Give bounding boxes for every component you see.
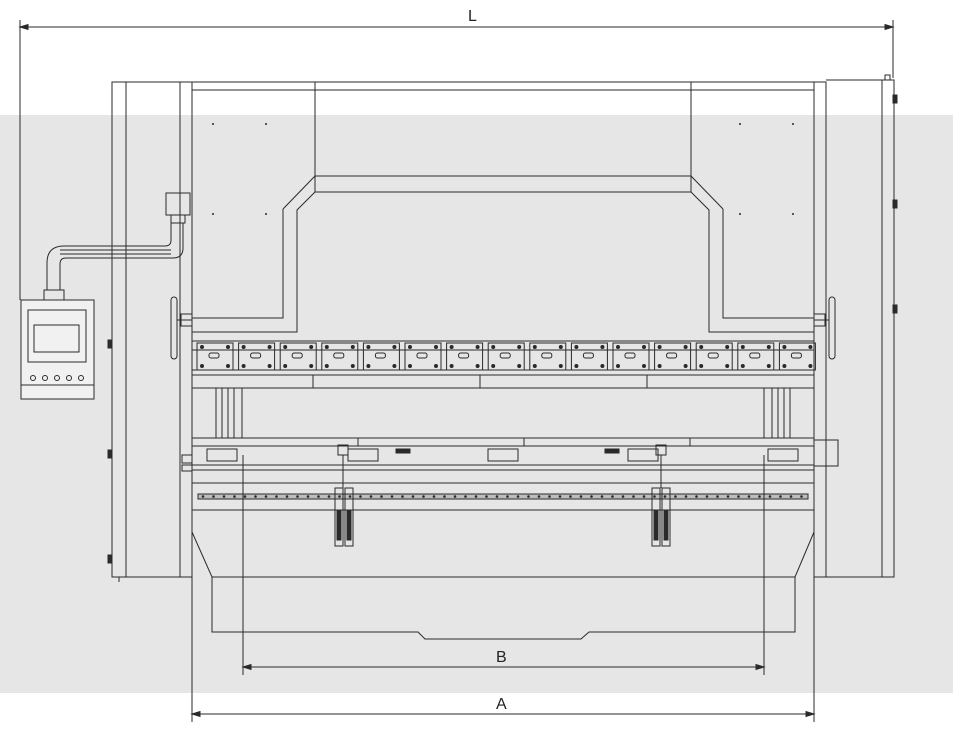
- rail-slot: [768, 495, 772, 498]
- rail-slot: [485, 495, 488, 498]
- rail-slot: [600, 495, 604, 498]
- rail-slot: [306, 495, 310, 498]
- rail-slot: [537, 495, 541, 498]
- dimension-line-b: [241, 455, 766, 675]
- rail-slot: [495, 495, 499, 498]
- rail-slot: [642, 495, 646, 498]
- rail-slot: [338, 495, 341, 498]
- rail-slot: [264, 495, 268, 498]
- rail-slot: [684, 495, 688, 498]
- rail-slot: [212, 495, 215, 498]
- rail-slot: [737, 495, 740, 498]
- rail-slot: [474, 495, 478, 498]
- rail-slot: [327, 495, 331, 498]
- rail-slot: [789, 495, 793, 498]
- rail-slot: [663, 495, 667, 498]
- rail-slot: [222, 495, 226, 498]
- rail-slot: [632, 495, 635, 498]
- tool-clamp: [654, 342, 692, 371]
- upper-tool-bar: [191, 369, 815, 389]
- rail-slot: [716, 495, 719, 498]
- rail-slot: [201, 495, 205, 498]
- rail-slot: [254, 495, 257, 498]
- rail-slot: [432, 495, 436, 498]
- rail-slot: [443, 495, 446, 498]
- hydraulic-pipe: [43, 192, 191, 301]
- tool-clamp: [362, 342, 400, 371]
- tool-clamp: [737, 342, 775, 371]
- rail-slot: [516, 495, 520, 498]
- rail-slot: [674, 495, 677, 498]
- right-side-frame: [826, 74, 898, 578]
- rail-slot: [233, 495, 236, 498]
- rail-slot: [758, 495, 761, 498]
- rail-slot: [527, 495, 530, 498]
- rail-slot: [348, 495, 352, 498]
- dimension-line-l: [18, 20, 895, 300]
- rail-slot: [590, 495, 593, 498]
- rail-slot: [390, 495, 394, 498]
- rail-slot: [369, 495, 373, 498]
- rail-slot: [779, 495, 782, 498]
- control-panel-buttons: [30, 375, 84, 381]
- tool-clamp: [321, 342, 359, 371]
- rail-slot: [548, 495, 551, 498]
- rail-slot: [611, 495, 614, 498]
- rail-slot: [453, 495, 457, 498]
- back-gauge-fingers: [334, 444, 671, 547]
- dimension-label-a: A: [496, 696, 507, 713]
- rail-slot: [579, 495, 583, 498]
- lower-bed: [181, 437, 839, 640]
- rail-slot: [317, 495, 320, 498]
- rail-slot: [726, 495, 730, 498]
- rail-slot: [275, 495, 278, 498]
- dimension-label-b: B: [496, 649, 507, 666]
- rail-slot: [621, 495, 625, 498]
- rail-slot: [800, 495, 803, 498]
- rail-slot: [464, 495, 467, 498]
- rail-slot: [506, 495, 509, 498]
- rail-slot: [359, 495, 362, 498]
- rail-slot: [401, 495, 404, 498]
- rail-slot: [747, 495, 751, 498]
- rail-slot: [296, 495, 299, 498]
- upper-ram-plate: [191, 81, 815, 333]
- dimension-label-l: L: [468, 8, 477, 25]
- rail-slot: [243, 495, 247, 498]
- background-band: [0, 115, 953, 693]
- rail-slot: [411, 495, 415, 498]
- left-handwheel: [170, 296, 193, 360]
- left-side-frame: [107, 81, 180, 582]
- rail-slot: [380, 495, 383, 498]
- dimension-line-a: [190, 577, 816, 722]
- rail-slot: [558, 495, 562, 498]
- rail-slot: [422, 495, 425, 498]
- tool-clamp: [279, 342, 317, 371]
- rail-slot: [285, 495, 289, 498]
- rail-slot: [653, 495, 656, 498]
- rail-slot: [695, 495, 698, 498]
- rail-slot: [705, 495, 709, 498]
- right-handwheel: [813, 296, 836, 360]
- rail-slot: [569, 495, 572, 498]
- control-panel: [20, 299, 95, 400]
